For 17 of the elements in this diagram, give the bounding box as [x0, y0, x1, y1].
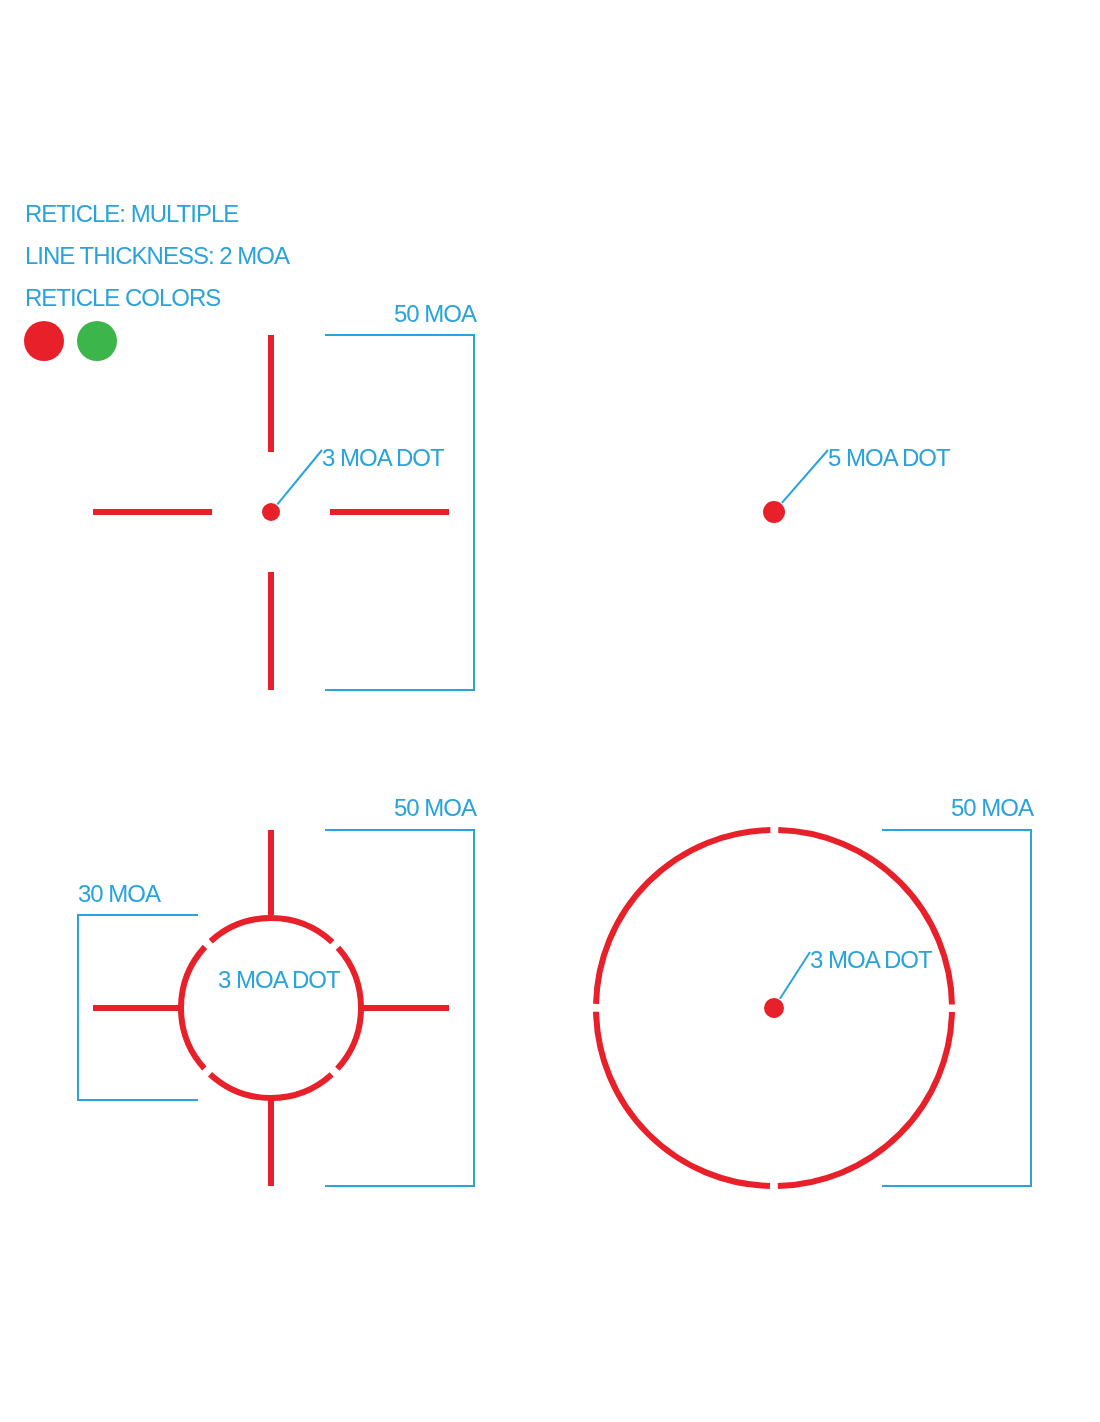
leader-line [778, 951, 811, 1000]
callout-label: 3 MOA DOT [218, 968, 340, 992]
callout-label: 5 MOA DOT [828, 446, 950, 470]
dimension-label: 30 MOA [78, 882, 161, 906]
dimension-label: 50 MOA [394, 302, 477, 326]
heading: RETICLE COLORS [25, 286, 221, 310]
leader-line [780, 449, 829, 504]
dimension-label: 50 MOA [951, 796, 1034, 820]
reticle-dot [764, 998, 784, 1018]
reticle-dot [763, 501, 785, 523]
leader-line [276, 449, 323, 506]
dimension-label: 50 MOA [394, 796, 477, 820]
spec-text: LINE THICKNESS: 2 MOA [25, 244, 289, 268]
spec-text: RETICLE: MULTIPLE [25, 202, 239, 226]
callout-label: 3 MOA DOT [810, 948, 932, 972]
reticle-dot [262, 503, 280, 521]
callout-label: 3 MOA DOT [322, 446, 444, 470]
